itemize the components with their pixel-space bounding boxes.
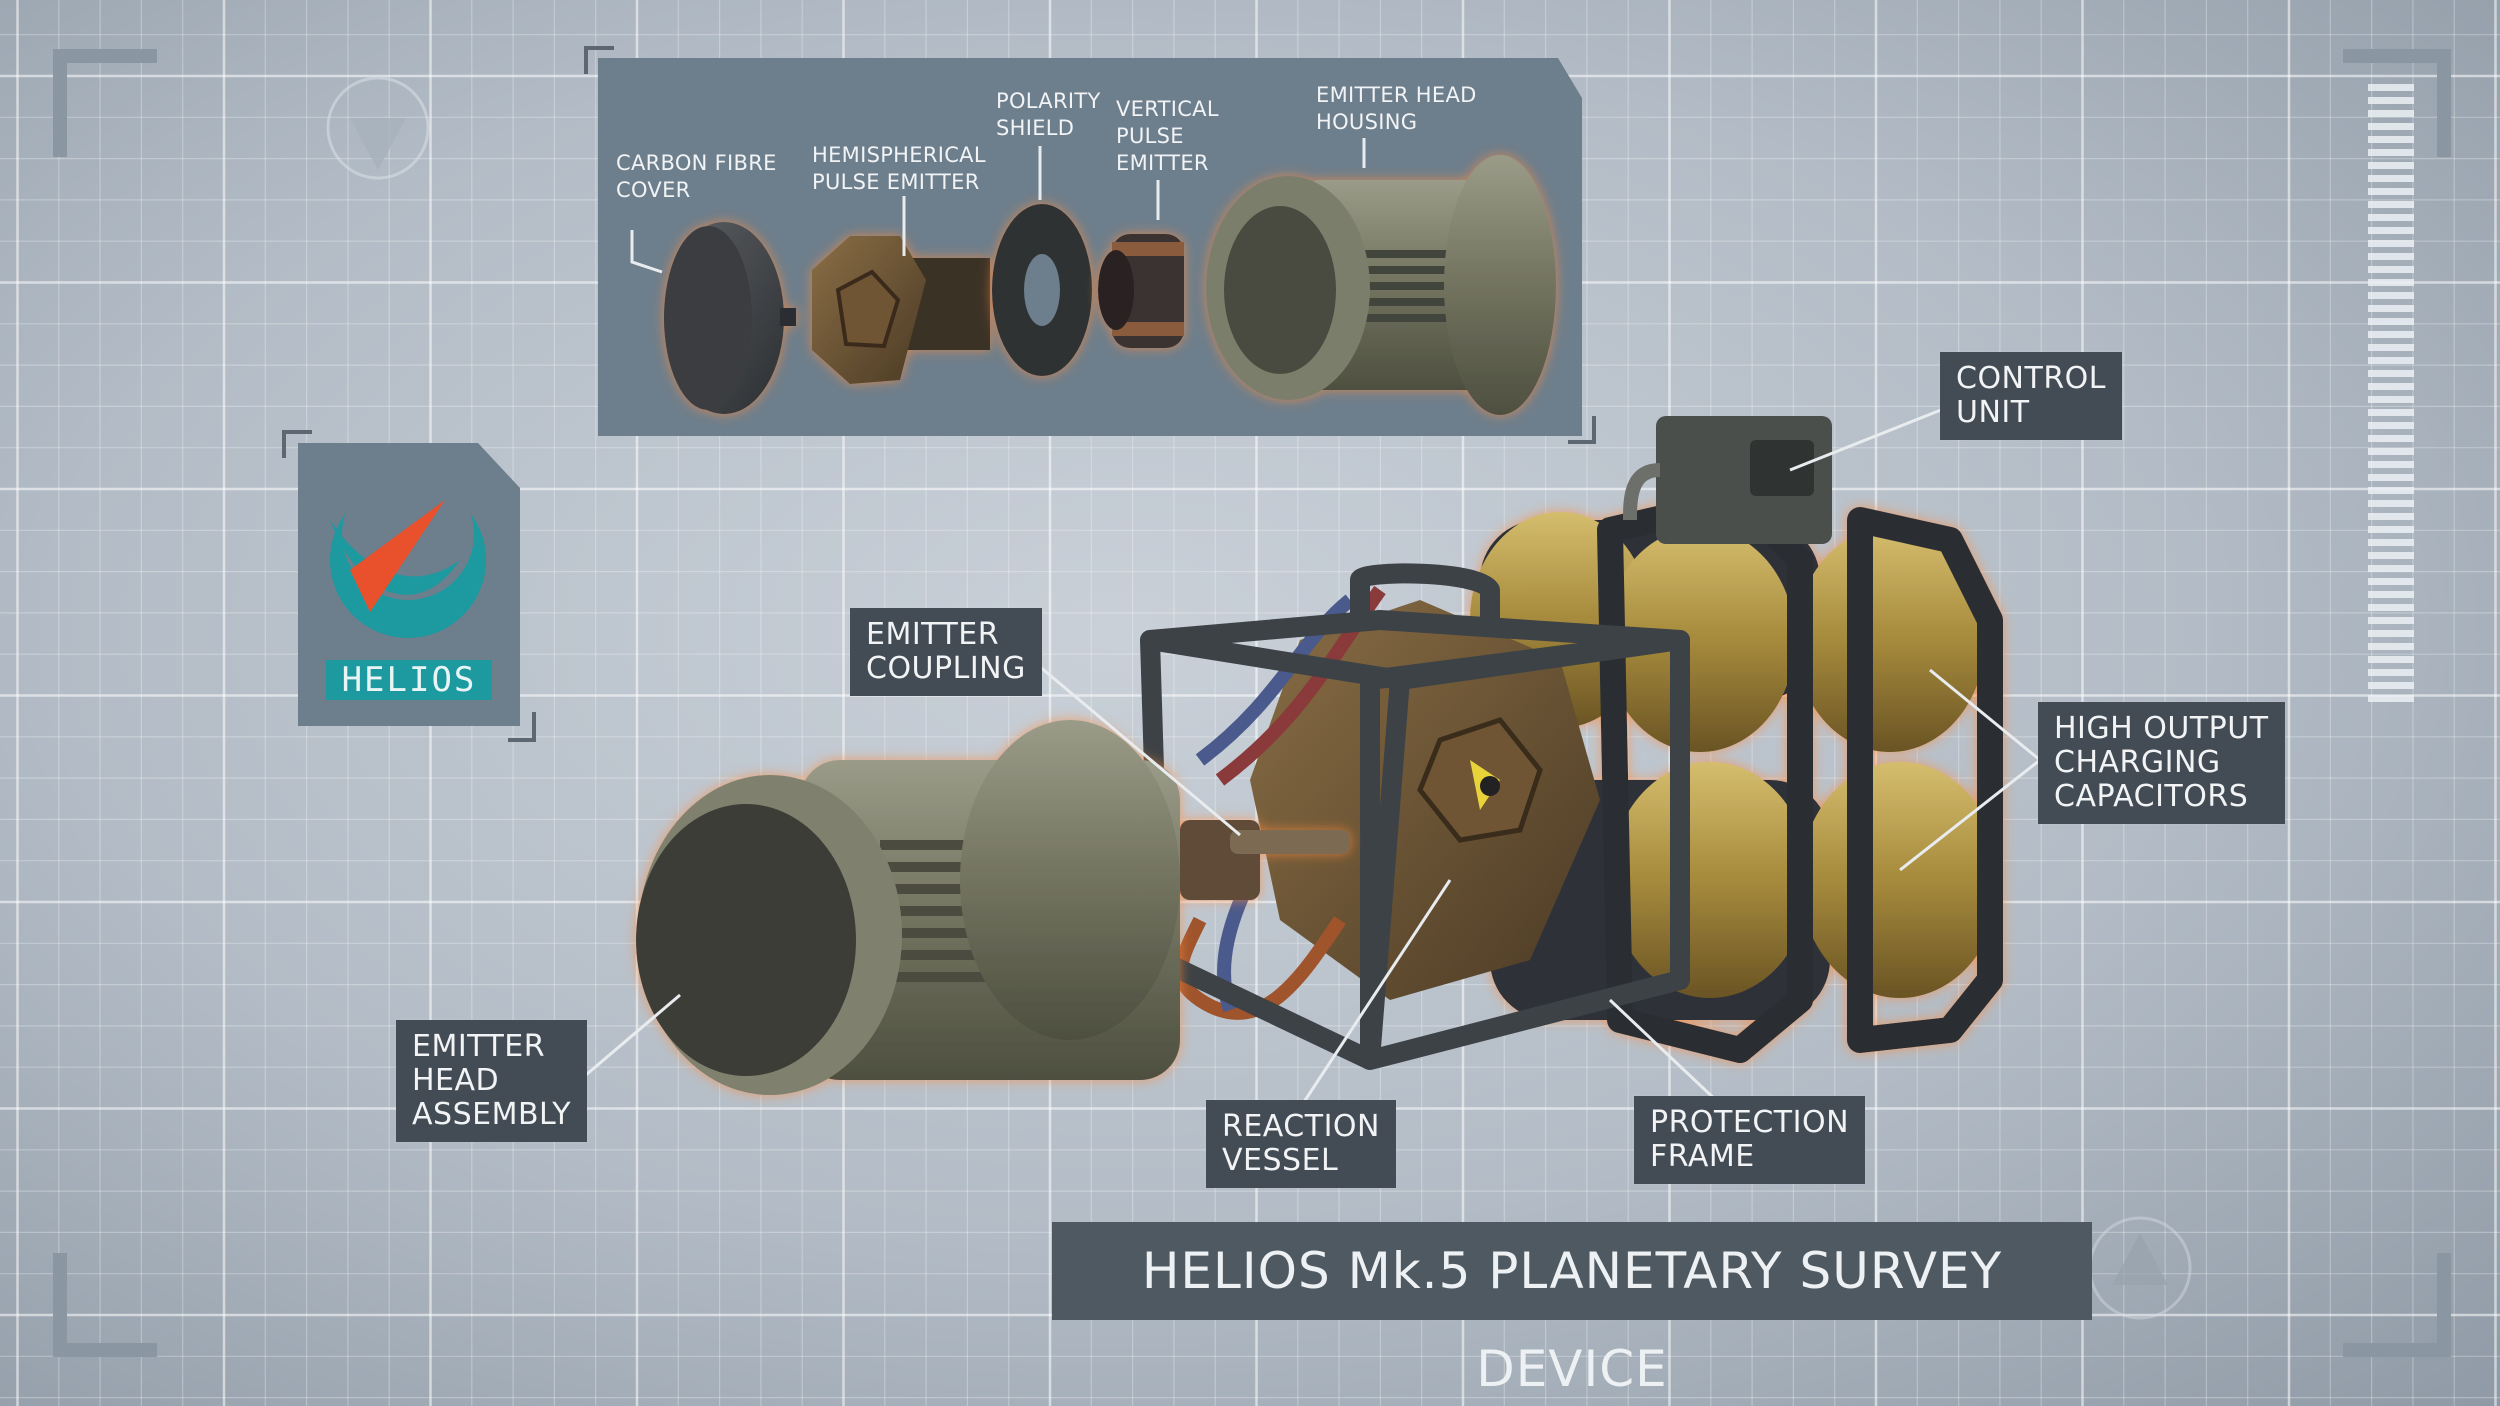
hemispherical-pulse-emitter-part	[812, 236, 990, 384]
label-vertical-pulse-emitter: VERTICAL PULSE EMITTER	[1116, 97, 1219, 175]
label-protection-frame: PROTECTION FRAME	[1634, 1096, 1866, 1184]
vertical-pulse-emitter-part	[1098, 234, 1184, 348]
carbon-fibre-cover-part	[664, 222, 796, 414]
emitter-head-housing-part	[1206, 155, 1556, 415]
label-hemispherical-pulse-emitter: HEMISPHERICAL PULSE EMITTER	[812, 143, 986, 194]
page-title: HELIOS Mk.5 PLANETARY SURVEY DEVICE	[1141, 1242, 2003, 1398]
control-unit-part	[1623, 416, 1832, 544]
triangle-down-icon	[326, 76, 430, 180]
label-reaction-vessel: REACTION VESSEL	[1206, 1100, 1396, 1188]
title-bar	[1052, 1222, 2092, 1320]
label-carbon-fibre-cover: CARBON FIBRE COVER	[616, 151, 777, 202]
label-polarity-shield: POLARITY SHIELD	[996, 89, 1101, 140]
corner-bracket-top-left	[53, 49, 157, 157]
corner-bracket-top-right	[2343, 49, 2451, 157]
side-ruler	[2368, 84, 2414, 704]
logo-text: HELIOS	[326, 660, 492, 700]
label-emitter-head-housing: EMITTER HEAD HOUSING	[1316, 83, 1477, 134]
label-high-output-charging-capacitors: HIGH OUTPUT CHARGING CAPACITORS	[2038, 702, 2285, 824]
corner-bracket-bottom-left	[53, 1253, 157, 1357]
label-control-unit: CONTROL UNIT	[1940, 352, 2122, 440]
polarity-shield-part	[992, 204, 1092, 376]
reaction-vessel-part	[1250, 600, 1600, 1000]
label-emitter-coupling: EMITTER COUPLING	[850, 608, 1042, 696]
corner-bracket-bottom-right	[2343, 1253, 2451, 1357]
emitter-head-assembly-part	[636, 720, 1350, 1095]
label-emitter-head-assembly: EMITTER HEAD ASSEMBLY	[396, 1020, 588, 1142]
